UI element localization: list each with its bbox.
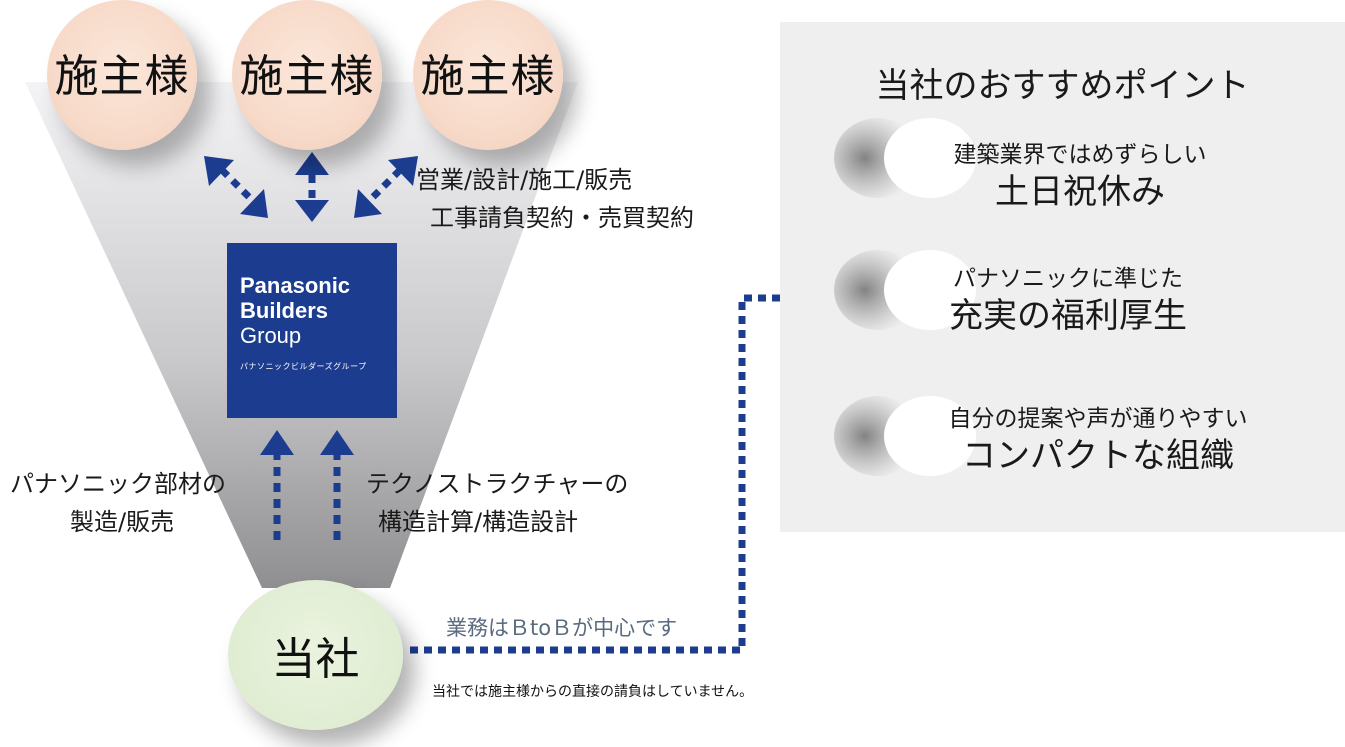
client-circle-3: 施主様 (413, 0, 563, 150)
client-label-3: 施主様 (420, 51, 556, 102)
point-3-title: コンパクトな組織 (962, 436, 1234, 476)
panasonic-builders-logo: Panasonic Builders Group パナソニックビルダーズグループ (227, 243, 397, 418)
top-relation-line1: 営業/設計/施工/販売 (416, 166, 633, 194)
right-double-arrow (354, 156, 418, 218)
panel-title: 当社のおすすめポイント (875, 66, 1250, 106)
logo-line-2: Builders (240, 298, 329, 323)
client-circle-1: 施主様 (47, 0, 197, 150)
point-2-subtitle: パナソニックに準じた (953, 266, 1183, 292)
btob-connector (410, 294, 822, 654)
btob-label: 業務はＢtoＢが中心です (446, 616, 678, 640)
point-3-subtitle: 自分の提案や声が通りやすい (948, 406, 1248, 432)
right-relation-line2: 構造計算/構造設計 (378, 508, 579, 536)
point-2-title: 充実の福利厚生 (949, 296, 1187, 336)
point-1-subtitle: 建築業界ではめずらしい (953, 142, 1207, 168)
left-double-arrow (204, 156, 268, 218)
point-bubble-1 (834, 118, 976, 198)
point-bubble-2 (834, 250, 976, 330)
point-1: 建築業界ではめずらしい 土日祝休み (910, 140, 1250, 214)
left-relation-line2: 製造/販売 (70, 508, 175, 536)
footnote: 当社では施主様からの直接の請負はしていません。 (432, 684, 754, 700)
left-up-arrow (260, 430, 294, 540)
client-label-2: 施主様 (239, 51, 375, 102)
company-circle: 当社 (228, 580, 403, 730)
logo-kana: パナソニックビルダーズグループ (240, 362, 367, 371)
point-2: パナソニックに準じた 充実の福利厚生 (898, 264, 1238, 338)
company-label: 当社 (271, 634, 360, 685)
top-relation-line2: 工事請負契約・売買契約 (430, 204, 694, 232)
left-relation-line1: パナソニック部材の (10, 470, 226, 498)
client-circle-2: 施主様 (232, 0, 382, 150)
center-double-arrow (295, 152, 329, 222)
right-relation-line1: テクノストラクチャーの (366, 470, 629, 498)
right-up-arrow (320, 430, 354, 540)
point-1-title: 土日祝休み (995, 172, 1165, 212)
logo-line-1: Panasonic (240, 273, 351, 298)
point-3: 自分の提案や声が通りやすい コンパクトな組織 (928, 404, 1268, 478)
point-bubble-3 (834, 396, 976, 476)
client-label-1: 施主様 (54, 51, 190, 102)
logo-line-3: Group (240, 323, 302, 348)
